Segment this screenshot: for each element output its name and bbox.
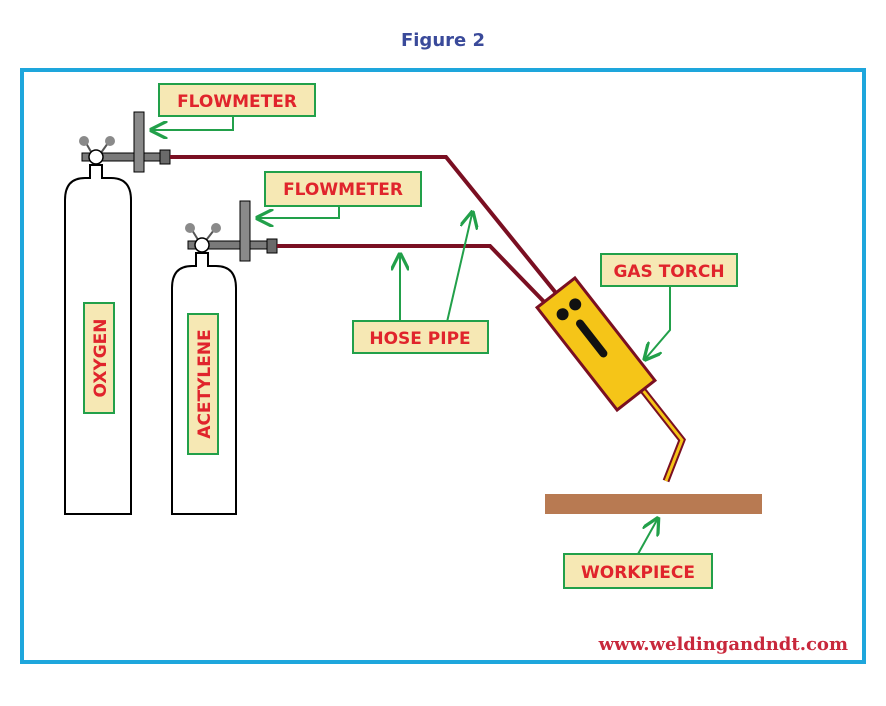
flowmeter-oxygen-arrow xyxy=(153,116,234,130)
hose-arrow-oxygen xyxy=(446,214,472,323)
label-oxygen-text: OXYGEN xyxy=(91,318,111,397)
diagram-frame xyxy=(20,68,866,664)
oxygen-hose xyxy=(170,155,562,300)
label-acetylene: ACETYLENE xyxy=(187,313,219,455)
label-workpiece: WORKPIECE xyxy=(563,553,713,589)
workpiece-plate xyxy=(545,494,762,514)
figure-title: Figure 2 xyxy=(400,30,486,51)
acetylene-hose xyxy=(277,244,554,312)
label-flowmeter-oxygen-text: FLOWMETER xyxy=(177,92,297,112)
gas-torch xyxy=(534,275,686,483)
flowmeter-acetylene-arrow xyxy=(259,205,340,218)
oxygen-regulator xyxy=(79,111,171,173)
label-workpiece-text: WORKPIECE xyxy=(581,563,695,583)
label-flowmeter-acetylene-text: FLOWMETER xyxy=(283,180,403,200)
label-acetylene-text: ACETYLENE xyxy=(195,329,215,438)
label-gas-torch-text: GAS TORCH xyxy=(613,262,724,282)
label-hose-pipe: HOSE PIPE xyxy=(352,320,489,354)
workpiece-arrow xyxy=(637,520,657,555)
acetylene-regulator xyxy=(185,200,278,262)
label-oxygen: OXYGEN xyxy=(83,302,115,414)
label-gas-torch: GAS TORCH xyxy=(600,253,738,287)
gas-torch-arrow xyxy=(646,286,671,358)
label-hose-pipe-text: HOSE PIPE xyxy=(369,329,470,349)
label-flowmeter-acetylene: FLOWMETER xyxy=(264,171,422,207)
watermark-text: www.weldingandndt.com xyxy=(598,634,848,655)
label-flowmeter-oxygen: FLOWMETER xyxy=(158,83,316,117)
